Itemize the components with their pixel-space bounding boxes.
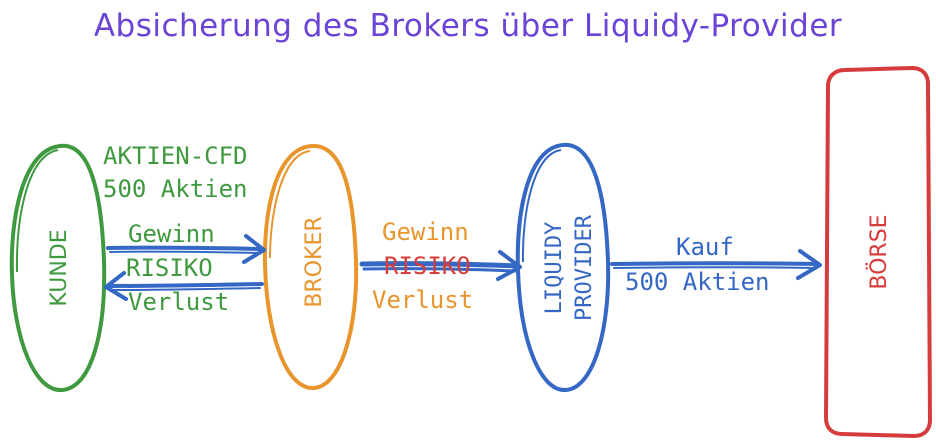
broker-provider-risiko: RISIKO [384,252,471,280]
diagram-title: Absicherung des Brokers über Liquidy-Pro… [93,8,843,44]
kunde-node [9,143,107,393]
arrow-broker-to-kunde [104,271,264,301]
boerse-label: BÖRSE [867,214,892,290]
broker-provider-verlust: Verlust [372,286,474,314]
broker-label: BROKER [302,216,327,308]
cfd-label-line1: AKTIEN-CFD [103,142,248,170]
provider-label-line1: LIQUIDY [542,221,567,315]
kunde-broker-risiko: RISIKO [126,254,213,282]
arrow-provider-to-boerse [610,249,822,280]
kunde-label: KUNDE [47,229,72,307]
kauf-label: Kauf [676,233,734,261]
provider-label-line2: PROVIDER [572,215,597,321]
liquidy-provider-node [515,142,611,393]
boerse-node [823,65,933,439]
kauf-aktien-label: 500 Aktien [625,268,770,296]
cfd-label-line2: 500 Aktien [103,175,248,203]
broker-node [262,143,359,391]
kunde-broker-verlust: Verlust [128,288,230,316]
broker-provider-gewinn: Gewinn [382,218,469,246]
kunde-broker-gewinn: Gewinn [128,220,215,248]
arrow-broker-to-provider [359,250,522,281]
arrow-kunde-to-broker [106,234,266,264]
